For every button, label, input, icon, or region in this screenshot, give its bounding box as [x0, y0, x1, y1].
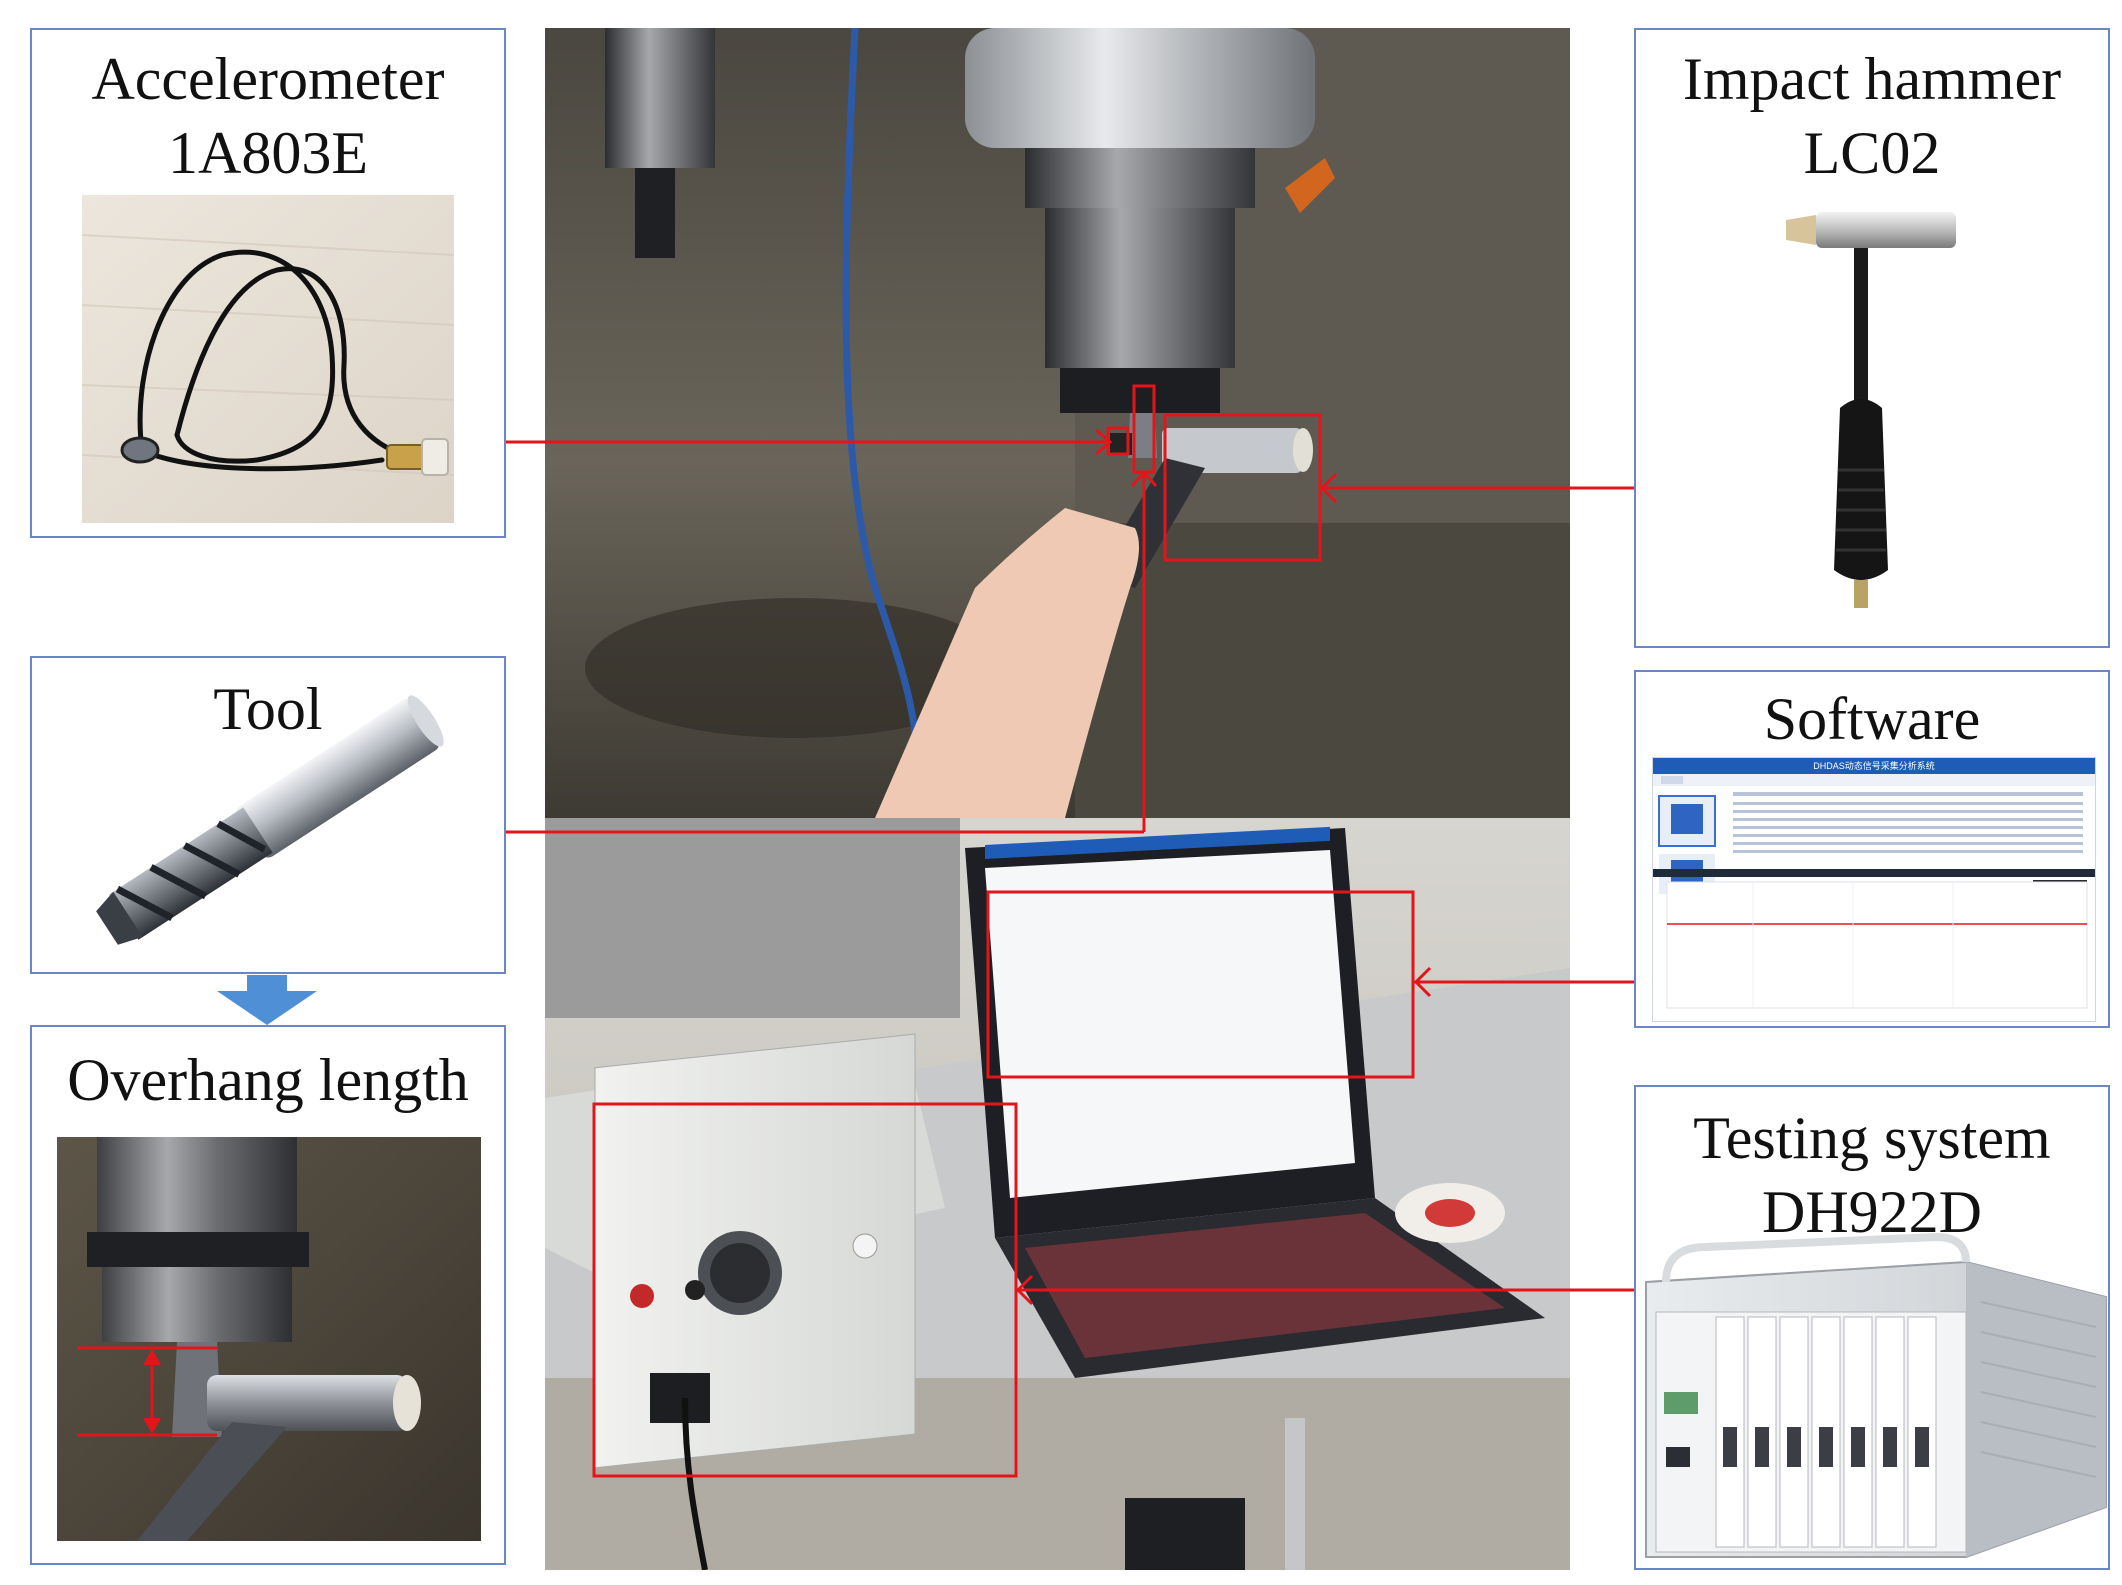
accelerometer-photo [82, 195, 454, 523]
machine-spindle-photo [545, 28, 1570, 818]
tool-highlight-box [1132, 384, 1156, 474]
software-highlight-box [986, 890, 1415, 1079]
software-title: Software [1763, 686, 1981, 752]
down-arrow-icon [217, 975, 317, 1025]
software-panel: Software DHDAS动态信号采集分析系统 [1634, 670, 2110, 1028]
testing-system-highlight-box [592, 1102, 1018, 1478]
accelerometer-title-line2: 1A803E [168, 120, 368, 186]
tool-title: Tool [213, 676, 323, 742]
testing-system-render [1645, 1232, 2107, 1558]
software-app-header: DHDAS动态信号采集分析系统 [1653, 758, 2095, 774]
hammer-panel: Impact hammer LC02 [1634, 28, 2110, 648]
tool-panel: Tool [30, 656, 506, 974]
hammer-title-line2: LC02 [1803, 120, 1941, 186]
testing-system-title-line1: Testing system [1693, 1105, 2051, 1171]
overhang-title: Overhang length [67, 1047, 469, 1113]
tool-render [96, 695, 444, 945]
accelerometer-panel: Accelerometer 1A803E [30, 28, 506, 538]
accelerometer-title-line1: Accelerometer [91, 46, 445, 112]
hammer-render [1786, 212, 1956, 608]
testing-system-panel: Testing system DH922D [1634, 1085, 2110, 1570]
overhang-photo [57, 1137, 481, 1541]
hammer-highlight-box [1163, 413, 1322, 562]
hammer-title-line1: Impact hammer [1682, 46, 2062, 112]
bench-setup-photo [545, 818, 1570, 1570]
software-screenshot: DHDAS动态信号采集分析系统 [1652, 757, 2096, 1022]
overhang-panel: Overhang length [30, 1025, 506, 1565]
